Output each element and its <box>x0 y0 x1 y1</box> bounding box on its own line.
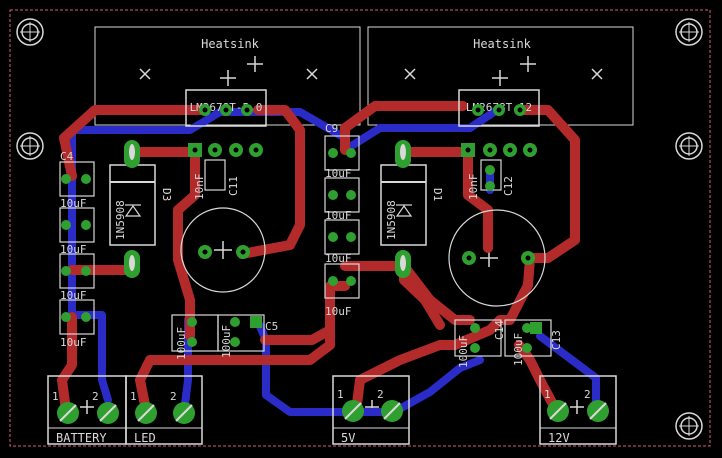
diode-ref-label: D1 <box>431 188 444 201</box>
capacitor-value-label: 10uF <box>60 289 87 302</box>
capacitor-value-label: 10nF <box>467 174 480 201</box>
pin-label: 1 <box>337 388 344 401</box>
capacitor-pair-right <box>454 319 552 357</box>
connector-battery: 1 2 BATTERY <box>47 375 127 445</box>
electrolytic-pads <box>198 245 535 265</box>
capacitor-value-label: 100uF <box>220 325 233 358</box>
regulator-outline <box>458 89 540 127</box>
connector-5v: 1 2 5V <box>332 375 410 445</box>
diode-symbol-icon <box>124 204 413 217</box>
heatsink-label: Heatsink <box>473 37 532 51</box>
mounting-hole-icon <box>675 132 703 160</box>
pad-holes <box>202 107 523 113</box>
mounting-hole-icon <box>675 412 703 440</box>
pin-label: 2 <box>170 390 177 403</box>
connector-12v: 1 2 12V <box>539 375 617 445</box>
x-marker-icon <box>139 68 603 80</box>
electrolytic-capacitor-outline <box>448 209 546 307</box>
capacitor-stack-left <box>59 161 95 335</box>
diode-part-label: 1N5908 <box>385 200 398 240</box>
capacitor-ref-label: C9 <box>325 122 338 135</box>
pin-label: 1 <box>544 388 551 401</box>
electrolytic-capacitor-outline <box>180 207 266 293</box>
capacitor-value-label: 100uF <box>512 333 525 366</box>
capacitor-outline <box>204 159 226 191</box>
capacitor-ref-label: C12 <box>502 176 515 196</box>
capacitor-value-label: 100uF <box>457 335 470 368</box>
connector-led: 1 2 LED <box>125 375 203 445</box>
diode-ref-label: D3 <box>160 188 173 201</box>
connector-label: BATTERY <box>56 431 107 445</box>
connector-label: LED <box>134 431 156 445</box>
pin-label: 2 <box>584 388 591 401</box>
capacitor-value-label: 10uF <box>325 209 352 222</box>
pin-label: 1 <box>130 390 137 403</box>
heatsink-label: Heatsink <box>201 37 260 51</box>
capacitor-value-label: 10uF <box>325 167 352 180</box>
capacitor-value-label: 10uF <box>60 336 87 349</box>
capacitor-value-label: 10uF <box>325 305 352 318</box>
heatsink-outline <box>94 26 361 126</box>
capacitor-value-label: 10uF <box>60 243 87 256</box>
connector-label: 5V <box>341 431 355 445</box>
capacitor-ref-label: C13 <box>550 330 563 350</box>
pin-label: 2 <box>377 388 384 401</box>
capacitor-ref-label: C14 <box>493 320 506 340</box>
pin-label: 2 <box>92 390 99 403</box>
capacitor-value-label: 100uF <box>175 327 188 360</box>
capacitor-value-label: 10uF <box>325 252 352 265</box>
header-pads <box>188 143 537 157</box>
board-outline <box>9 9 711 447</box>
heatsink-outline <box>367 26 634 126</box>
pin-label: 1 <box>52 390 59 403</box>
mounting-hole-icon <box>16 132 44 160</box>
mounting-hole-icon <box>675 18 703 46</box>
capacitor-pair-center <box>171 314 265 352</box>
capacitor-ref-label: C5 <box>265 320 278 333</box>
diode-pads <box>124 140 411 278</box>
capacitor-ref-label: C4 <box>60 150 74 163</box>
diode-part-label: 1N5908 <box>114 200 127 240</box>
capacitor-value-label: 10uF <box>60 197 87 210</box>
connector-label: 12V <box>548 431 570 445</box>
capacitor-ref-label: C11 <box>227 176 240 196</box>
capacitor-value-label: 10nF <box>193 174 206 201</box>
regulator-outline <box>185 89 267 127</box>
capacitor-stack-center <box>324 135 360 299</box>
mounting-hole-icon <box>16 18 44 46</box>
plus-marker-icon <box>80 56 584 414</box>
